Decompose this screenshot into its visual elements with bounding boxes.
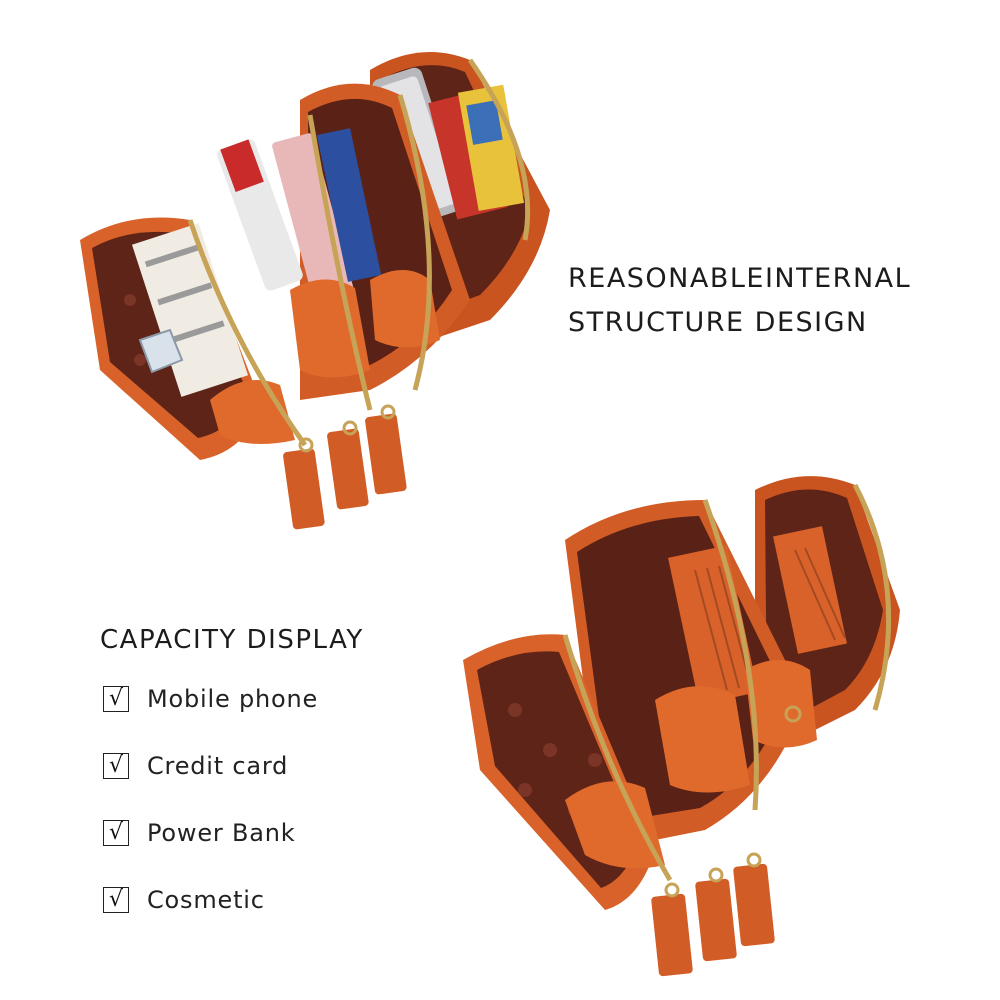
checkmark-icon: √ [103,820,129,846]
bag-photo-empty [455,470,915,990]
checkmark-icon: √ [103,686,129,712]
capacity-item-label: Power Bank [147,819,296,847]
capacity-item-label: Mobile phone [147,685,319,713]
structure-line-2: STRUCTURE DESIGN [568,307,868,338]
capacity-item-label: Credit card [147,752,289,780]
checkmark-icon: √ [103,887,129,913]
capacity-item-credit-card: √ Credit card [103,749,318,783]
capacity-item-mobile-phone: √ Mobile phone [103,682,318,716]
bag-photo-filled [70,40,560,540]
capacity-item-label: Cosmetic [147,886,265,914]
checkmark-icon: √ [103,753,129,779]
structure-heading: REASONABLEINTERNAL STRUCTURE DESIGN [568,257,911,345]
capacity-list: √ Mobile phone √ Credit card √ Power Ban… [103,682,318,950]
capacity-item-power-bank: √ Power Bank [103,816,318,850]
capacity-title: CAPACITY DISPLAY [100,625,364,655]
capacity-item-cosmetic: √ Cosmetic [103,883,318,917]
structure-line-1: REASONABLEINTERNAL [568,263,912,294]
